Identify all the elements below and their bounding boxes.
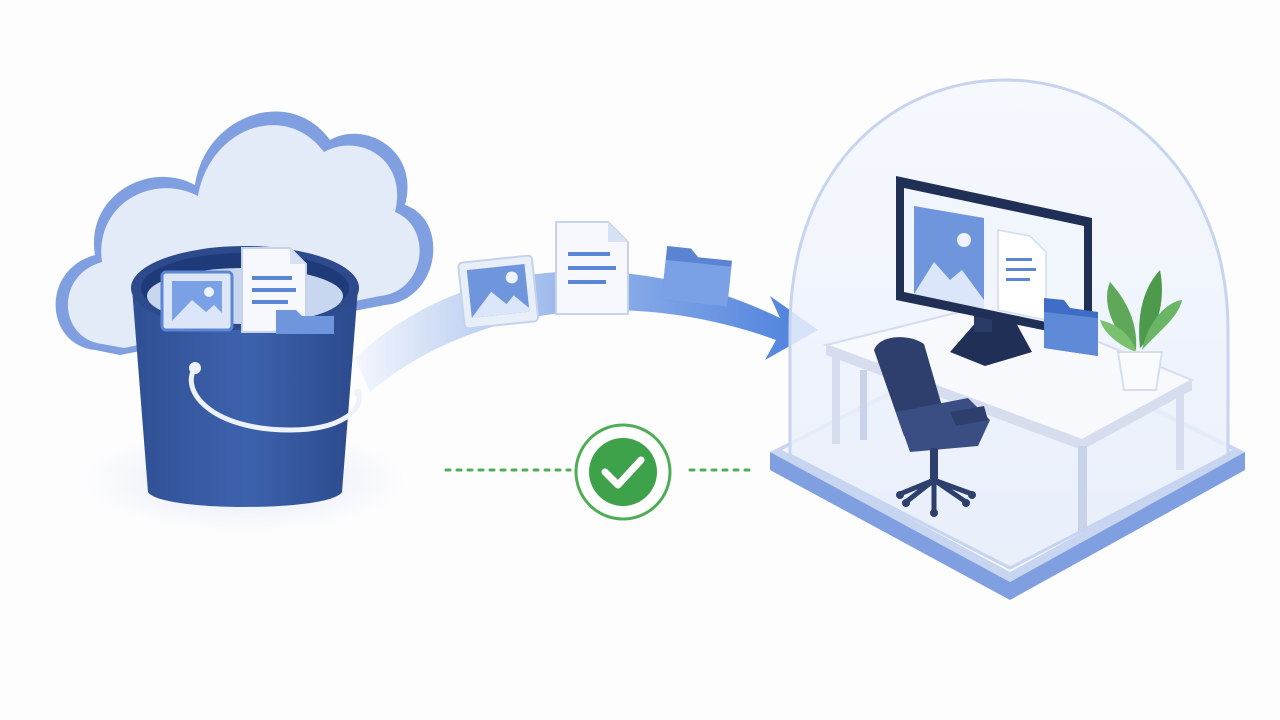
checkmark-circle-icon	[574, 423, 672, 521]
monitor-icon	[896, 176, 1098, 366]
cloud-storage-group	[55, 111, 434, 532]
transfer-folder-icon	[661, 245, 732, 307]
sync-status	[444, 423, 754, 521]
potted-plant-icon	[1100, 270, 1182, 391]
screen-folder-icon	[1044, 298, 1098, 356]
office-chair-icon	[874, 337, 990, 517]
transfer-image-file-icon	[457, 254, 540, 330]
screen-image-file-icon	[914, 206, 984, 308]
transfer-document-file-icon	[555, 221, 629, 315]
bucket-image-file-icon	[160, 270, 234, 332]
storage-bucket-icon	[131, 246, 362, 507]
screen-document-file-icon	[997, 229, 1047, 321]
desk-workstation-icon	[770, 78, 1245, 600]
transfer-flow	[355, 221, 818, 392]
bucket-folder-icon	[276, 310, 334, 334]
